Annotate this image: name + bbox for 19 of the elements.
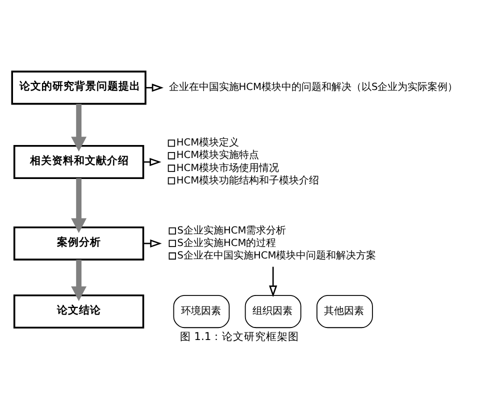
caption: 图 1.1：论文研究框架图 [180, 329, 300, 342]
node-box: 论文的研究背景问题提出 [11, 70, 146, 104]
arrow [71, 178, 87, 233]
node-box: 论文结论 [13, 294, 144, 328]
node-text: 企业在中国实施HCM模块中的问题和解决（以S企业为实际案例） [168, 82, 458, 93]
node-label: HCM模块市场使用情况 [176, 162, 280, 174]
arrow [269, 266, 278, 297]
arrow [146, 83, 164, 92]
node-box: 其他因素 [316, 294, 373, 328]
node-label: HCM模块功能结构和子模块介绍 [176, 174, 320, 186]
arrow [71, 103, 87, 152]
arrow [71, 259, 87, 301]
node-text: S企业实施HCM需求分析 S企业实施HCM的过程 S企业在中国实施HCM模块中问题和解决方案 [177, 224, 376, 262]
node-box: 相关资料和文献介绍 [13, 144, 144, 179]
node-box: 组织因素 [244, 294, 302, 328]
node-box: 环境因素 [173, 294, 230, 328]
node-box: 案例分析 [13, 226, 144, 260]
node-label: HCM模块实施特点 [176, 150, 260, 161]
node-label: HCM模块定义 [176, 137, 240, 148]
